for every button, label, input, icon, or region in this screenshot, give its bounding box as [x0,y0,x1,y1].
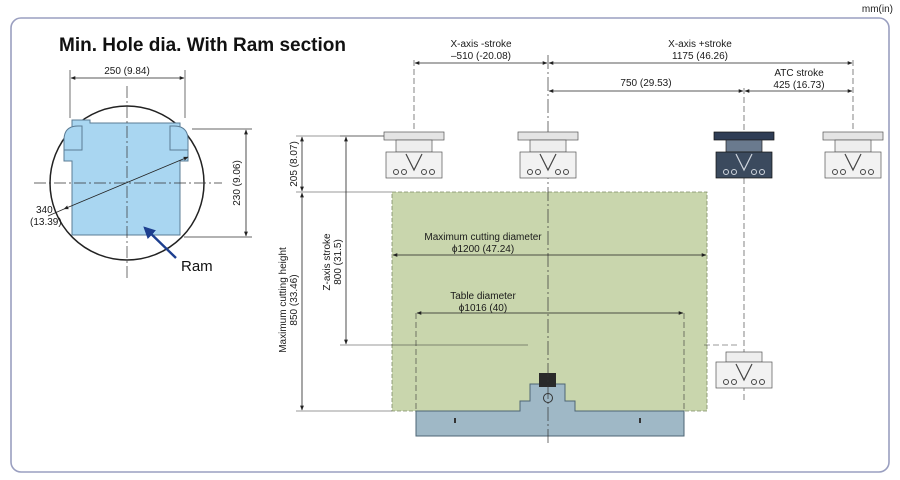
z-stroke-value: 800 (31.5) [333,239,344,285]
table-diameter-title: Table diameter [450,291,516,302]
section-title: Min. Hole dia. With Ram section [59,35,346,56]
diagonal-leader [47,208,65,217]
rotary-table [415,383,685,437]
ram-section-shape [63,119,189,236]
width-label: 250 (9.84) [104,66,150,77]
x-minus-value: –510 (-20.08) [451,51,511,62]
ram-notch-right [169,125,189,151]
max-diameter-title: Maximum cutting diameter [424,232,542,243]
z-stroke-title: Z-axis stroke [322,233,333,291]
max-diameter-value: ϕ1200 (47.24) [452,244,514,255]
diagonal-dimension-line [63,156,189,210]
spindle-head-x-minus [383,131,445,179]
unit-label: mm(in) [862,4,893,15]
table-diameter-value: ϕ1016 (40) [459,303,507,314]
spindle-head-low-atc [715,351,773,389]
ram-arrow [143,226,177,259]
mid-stroke-value: 750 (29.53) [620,78,671,89]
spindle-head-atc [713,131,775,179]
spindle-head-x-plus [822,131,884,179]
atc-title: ATC stroke [774,68,824,79]
spindle-head-center [517,131,579,179]
work-envelope: X-axis -stroke –510 (-20.08) X-axis +str… [278,39,884,446]
ram-label: Ram [181,258,213,275]
diagonal-label-in: (13.39) [30,217,62,228]
diagonal-label-mm: 340 [36,205,53,216]
ram-notch-left [63,125,83,151]
max-height-value: 850 (33.46) [289,274,300,325]
x-minus-title: X-axis -stroke [450,39,512,50]
table-fixture [539,373,556,387]
hole-section: 250 (9.84) 230 (9.06) 340 (13.39) Ram [30,66,252,278]
top-offset-value: 205 (8.07) [289,141,300,187]
x-plus-value: 1175 (46.26) [672,51,728,62]
height-label: 230 (9.06) [232,160,243,206]
atc-value: 425 (16.73) [773,80,824,91]
x-plus-title: X-axis +stroke [668,39,732,50]
max-height-title: Maximum cutting height [278,247,289,353]
